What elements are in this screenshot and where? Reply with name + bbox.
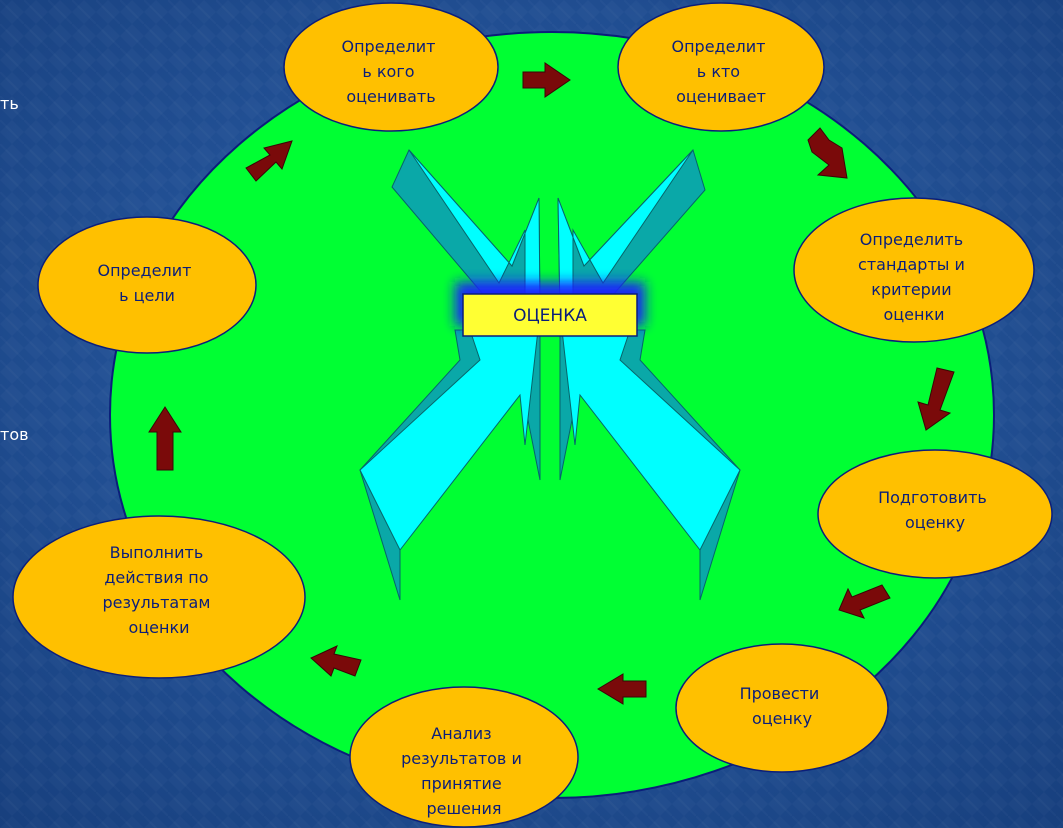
step-text: Выполнить действия по результатам оценки [102,543,215,637]
step-who-evaluates: Определит ь кто оценивает [617,2,825,132]
step-text: Определить стандарты и критерии оценки [858,230,970,324]
step-text: Подготовить оценку [878,488,992,532]
arrow-conduct-to-analyze [597,673,647,705]
cycle-arrows [148,62,955,705]
arrow-bottom-left [359,329,541,601]
arrow-standards-to-prepare [917,367,955,431]
center-label-box: ОЦЕНКА [455,282,645,337]
step-text: Анализ результатов и принятие решения [401,724,527,818]
step-who-to-evaluate: Определит ь кого оценивать [283,2,499,132]
step-text: Провести оценку [740,684,825,728]
step-conduct: Провести оценку [675,643,889,773]
center-label-text: ОЦЕНКА [513,306,587,326]
arrow-analyze-to-act [310,645,362,677]
center-arrows [359,149,741,601]
arrow-goals-to-who [245,140,293,182]
step-analyze-decide: Анализ результатов и принятие решения [349,686,579,828]
side-text-fragment-top: ть [0,94,19,113]
step-standards-criteria: Определить стандарты и критерии оценки [793,197,1035,343]
step-text: Определит ь кого оценивать [342,37,441,106]
arrow-who-to-who [522,62,571,98]
arrow-prepare-to-conduct [838,584,891,619]
arrow-bottom-right [559,329,741,601]
side-text-fragment-middle: тов [0,425,29,444]
step-text: Определит ь кто оценивает [672,37,771,106]
step-text: Определит ь цели [98,261,197,305]
arrow-who-to-standards [807,127,848,179]
step-prepare: Подготовить оценку [817,449,1053,579]
arrow-act-to-goals [148,406,182,471]
step-act-on-results: Выполнить действия по результатам оценки [12,515,306,679]
step-define-goals: Определит ь цели [37,216,257,354]
